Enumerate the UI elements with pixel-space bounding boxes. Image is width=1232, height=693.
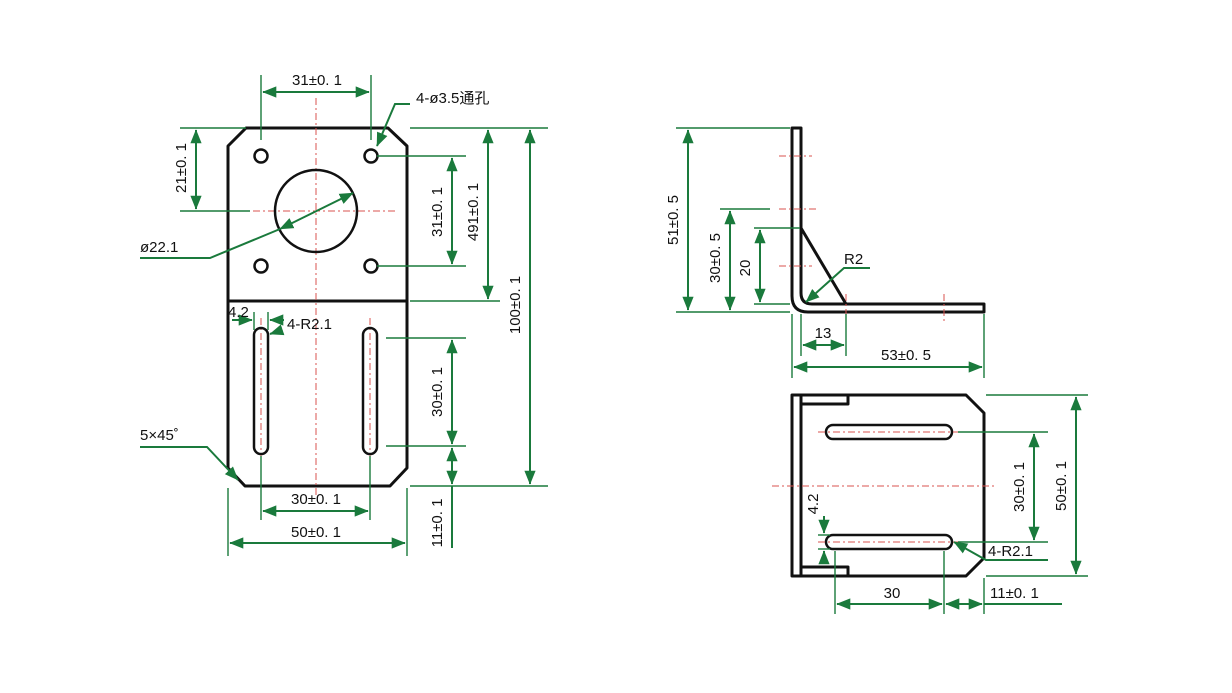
top-view: 4.2 30±0. 1 50±0. 1 4-R2.1 30 11±0. 1 bbox=[772, 393, 1088, 614]
flange bbox=[799, 395, 850, 576]
dim-rib-base: 13 bbox=[815, 325, 832, 342]
dim-total-height: 100±0. 1 bbox=[507, 276, 524, 334]
bore-diameter-line bbox=[279, 192, 354, 230]
dim-top-width: 50±0. 1 bbox=[1053, 461, 1070, 511]
hole-note-leader bbox=[376, 103, 410, 147]
slot-right bbox=[361, 326, 379, 456]
dim-slot-bottom: 11±0. 1 bbox=[429, 499, 446, 548]
top-slot-radius-leader bbox=[953, 541, 1048, 561]
dim-side-height: 51±0. 5 bbox=[665, 195, 682, 245]
dim-top-slot-offset: 11±0. 1 bbox=[990, 585, 1039, 602]
chamfer-note: 5×45˚ bbox=[140, 427, 179, 444]
chamfer-leader bbox=[140, 446, 239, 481]
dim-top-slot-width: 4.2 bbox=[805, 494, 822, 515]
dim-rib-top: 30±0. 5 bbox=[707, 233, 724, 283]
bend-radius-leader bbox=[805, 267, 870, 303]
dim-top-slot-spacing: 30±0. 1 bbox=[1011, 462, 1028, 512]
mounting-hole-bl bbox=[253, 258, 269, 274]
dim-center-bore: ø22.1 bbox=[140, 239, 178, 256]
dim-slot-length: 30±0. 1 bbox=[429, 367, 446, 417]
side-view: 51±0. 5 30±0. 5 20 R2 13 53±0. 5 bbox=[665, 126, 986, 378]
dim-top-holes: 31±0. 1 bbox=[292, 72, 342, 89]
dim-rib-height: 20 bbox=[737, 260, 754, 277]
rib-edge bbox=[799, 227, 848, 305]
dim-slot-width: 4.2 bbox=[228, 304, 249, 321]
slot-left bbox=[252, 326, 270, 456]
mounting-hole-tl bbox=[253, 148, 269, 164]
dim-slot-spacing: 30±0. 1 bbox=[291, 491, 341, 508]
side-profile bbox=[790, 126, 986, 314]
hole-note: 4-ø3.5通孔 bbox=[416, 90, 489, 107]
dim-upper-height: 491±0. 1 bbox=[465, 183, 482, 241]
dim-hole-vertical: 31±0. 1 bbox=[429, 187, 446, 237]
bend-radius: R2 bbox=[844, 251, 863, 268]
dim-hole-from-top: 21±0. 1 bbox=[173, 143, 190, 193]
slot-radius-note: 4-R2.1 bbox=[287, 316, 332, 333]
front-outline bbox=[226, 126, 409, 488]
top-slot-upper bbox=[824, 423, 954, 441]
mounting-hole-tr bbox=[363, 148, 379, 164]
bore-leader bbox=[140, 228, 281, 259]
mounting-hole-br bbox=[363, 258, 379, 274]
slot-radius-leader bbox=[269, 324, 285, 336]
top-slot-lower bbox=[824, 533, 954, 551]
center-bore bbox=[273, 168, 359, 254]
dim-width: 50±0. 1 bbox=[291, 524, 341, 541]
front-view: 31±0. 1 4-ø3.5通孔 21±0. 1 ø22.1 31±0. 1 4… bbox=[140, 72, 548, 556]
top-slot-radius-note: 4-R2.1 bbox=[988, 543, 1033, 560]
dim-top-slot-length: 30 bbox=[884, 585, 901, 602]
dim-base-length: 53±0. 5 bbox=[881, 347, 931, 364]
